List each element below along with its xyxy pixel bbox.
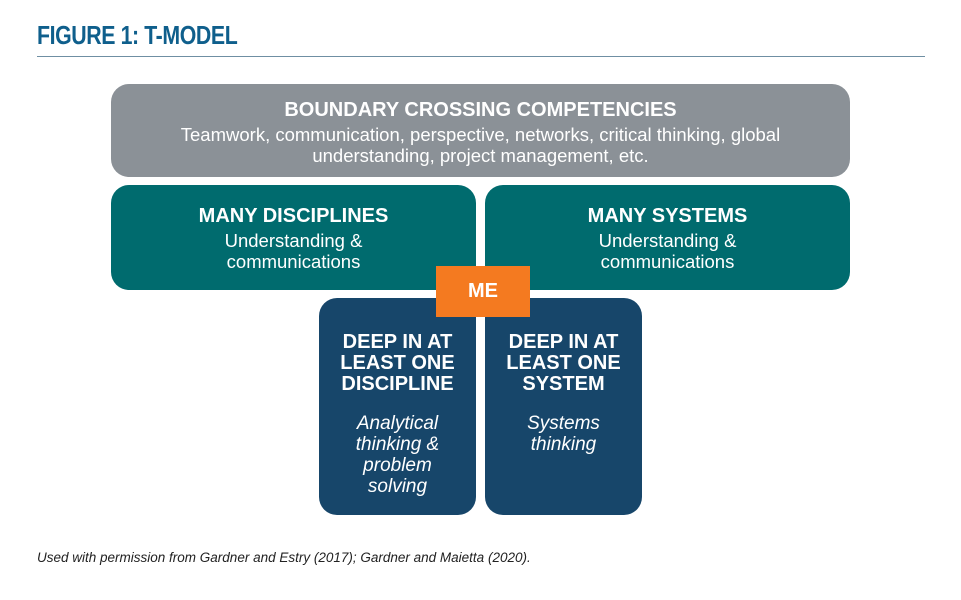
figure-title: FIGURE 1: T-MODEL [37, 20, 238, 50]
deep-system-heading: DEEP IN AT LEAST ONE SYSTEM [506, 331, 621, 395]
many-disciplines-body: Understanding & communications [224, 230, 363, 272]
boundary-crossing-heading: BOUNDARY CROSSING COMPETENCIES [284, 99, 677, 121]
deep-discipline-body: Analytical thinking & problem solving [355, 413, 440, 497]
deep-discipline-box: DEEP IN AT LEAST ONE DISCIPLINE Analytic… [319, 298, 476, 515]
deep-system-body: Systems thinking [527, 413, 600, 455]
me-label: ME [468, 280, 498, 302]
title-divider [37, 56, 925, 57]
boundary-crossing-body: Teamwork, communication, perspective, ne… [180, 124, 781, 166]
me-box: ME [436, 266, 530, 317]
boundary-crossing-box: BOUNDARY CROSSING COMPETENCIES Teamwork,… [111, 84, 850, 177]
many-systems-box: MANY SYSTEMS Understanding & communicati… [485, 185, 850, 290]
many-disciplines-heading: MANY DISCIPLINES [198, 205, 389, 227]
many-systems-body: Understanding & communications [598, 230, 737, 272]
many-disciplines-box: MANY DISCIPLINES Understanding & communi… [111, 185, 476, 290]
source-note: Used with permission from Gardner and Es… [37, 550, 531, 565]
deep-system-box: DEEP IN AT LEAST ONE SYSTEM Systems thin… [485, 298, 642, 515]
many-systems-heading: MANY SYSTEMS [587, 205, 748, 227]
deep-discipline-heading: DEEP IN AT LEAST ONE DISCIPLINE [340, 331, 455, 395]
